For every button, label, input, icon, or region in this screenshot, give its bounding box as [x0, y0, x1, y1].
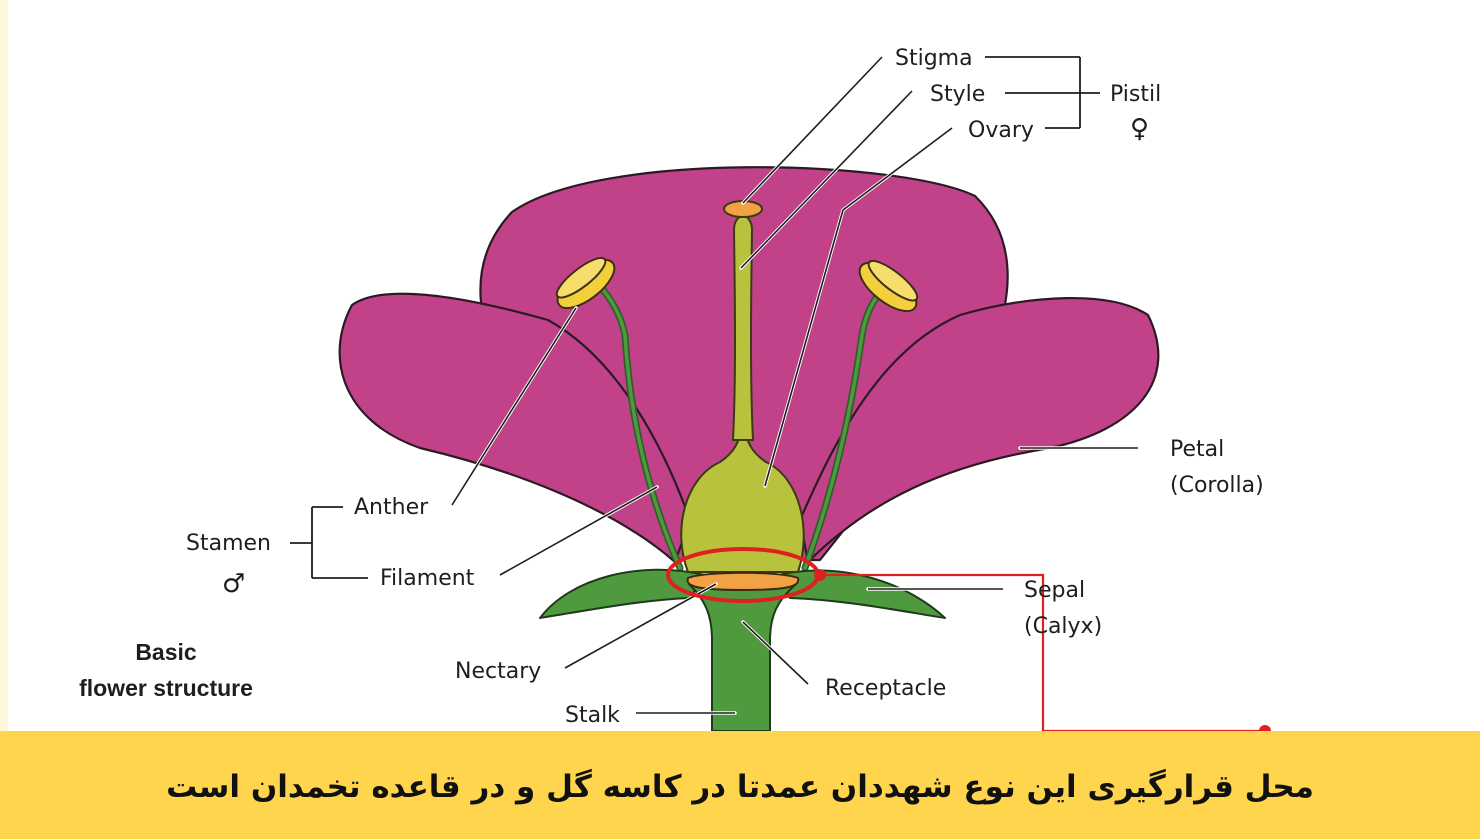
right-sepal: [778, 571, 945, 618]
label-calyx: (Calyx): [1024, 614, 1102, 639]
label-stamen: Stamen: [186, 531, 271, 556]
flower-diagram: Stigma Style Ovary Pistil ♀ Petal (Corol…: [0, 0, 1480, 731]
label-stalk: Stalk: [565, 703, 620, 728]
caption-bar: محل قرارگیری این نوع شهددان عمدتا در کاس…: [0, 731, 1480, 839]
label-stigma: Stigma: [895, 46, 973, 71]
title-line-1: Basic: [135, 639, 197, 665]
label-nectary: Nectary: [455, 659, 541, 684]
connector-start-dot: [814, 569, 826, 581]
label-corolla: (Corolla): [1170, 473, 1264, 498]
label-pistil: Pistil: [1110, 82, 1161, 107]
left-sepal: [540, 570, 705, 618]
caption-text: محل قرارگیری این نوع شهددان عمدتا در کاس…: [166, 765, 1314, 805]
label-receptacle: Receptacle: [825, 676, 946, 701]
title-line-2: flower structure: [79, 675, 253, 701]
nectary-shape: [688, 573, 799, 590]
label-filament: Filament: [380, 566, 475, 591]
stamen-symbol: ♂: [222, 569, 245, 599]
label-ovary: Ovary: [968, 118, 1034, 143]
label-petal: Petal: [1170, 437, 1224, 462]
label-style: Style: [930, 82, 985, 107]
label-anther: Anther: [354, 495, 429, 520]
label-sepal: Sepal: [1024, 578, 1085, 603]
style-shape: [733, 216, 753, 440]
pistil-symbol: ♀: [1130, 114, 1149, 144]
